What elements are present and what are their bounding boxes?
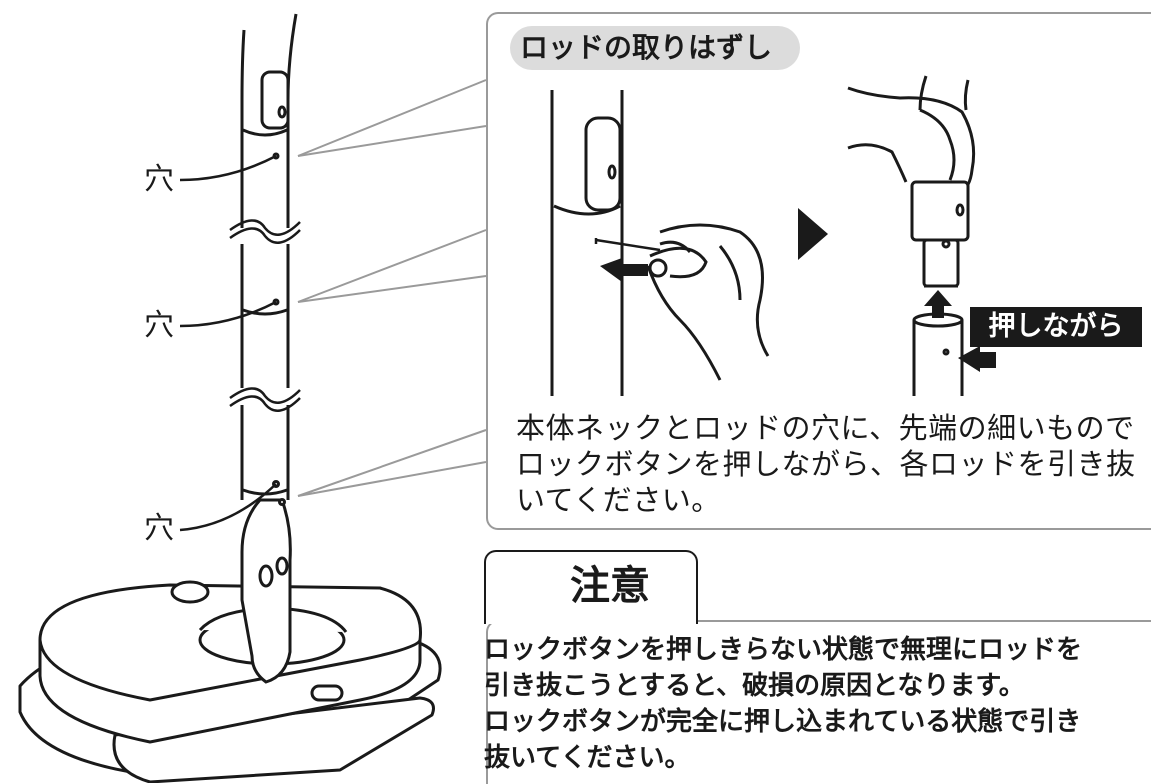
warning-line-3: ロックボタンが完全に押し込まれている状態で引き (484, 707, 1082, 737)
main-unit-neck (240, 498, 292, 684)
warning-line-1: ロックボタンを押しきらない状態で無理にロッドを (484, 635, 1083, 665)
detail-rod-right (847, 75, 976, 396)
warning-heading: 注意 (570, 563, 650, 609)
arrow-right-icon (798, 208, 828, 260)
instruction-text: 本体ネックとロッドの穴に、先端の細いものでロックボタンを押しながら、各ロッドを引… (516, 411, 1136, 517)
hole-label-2: 穴 (144, 308, 174, 343)
push-arrow-left-icon (600, 258, 648, 282)
callout-box (486, 12, 1151, 530)
cleaner-base (18, 580, 442, 783)
warning-line-4: 抜いてください。 (484, 743, 691, 773)
detail-rod-left (550, 90, 770, 396)
callout-title: ロッドの取りはずし (510, 26, 800, 70)
rod (229, 13, 301, 500)
hole-label-1: 穴 (144, 162, 174, 197)
pull-up-arrow-icon (924, 290, 952, 318)
warning-tab (484, 550, 698, 624)
warning-body: ロックボタンを押しきらない状態で無理にロッドを 引き抜こうとすると、破損の原因と… (484, 632, 1144, 776)
warning-box (486, 620, 1151, 784)
warning-line-2: 引き抜こうとすると、破損の原因となります。 (484, 671, 1025, 701)
hole-label-3: 穴 (144, 511, 174, 546)
push-tag: 押しながら (970, 307, 1142, 347)
push-arrow-right-icon (958, 346, 996, 372)
hole-leaders (179, 154, 277, 532)
callout-connectors (297, 79, 487, 497)
